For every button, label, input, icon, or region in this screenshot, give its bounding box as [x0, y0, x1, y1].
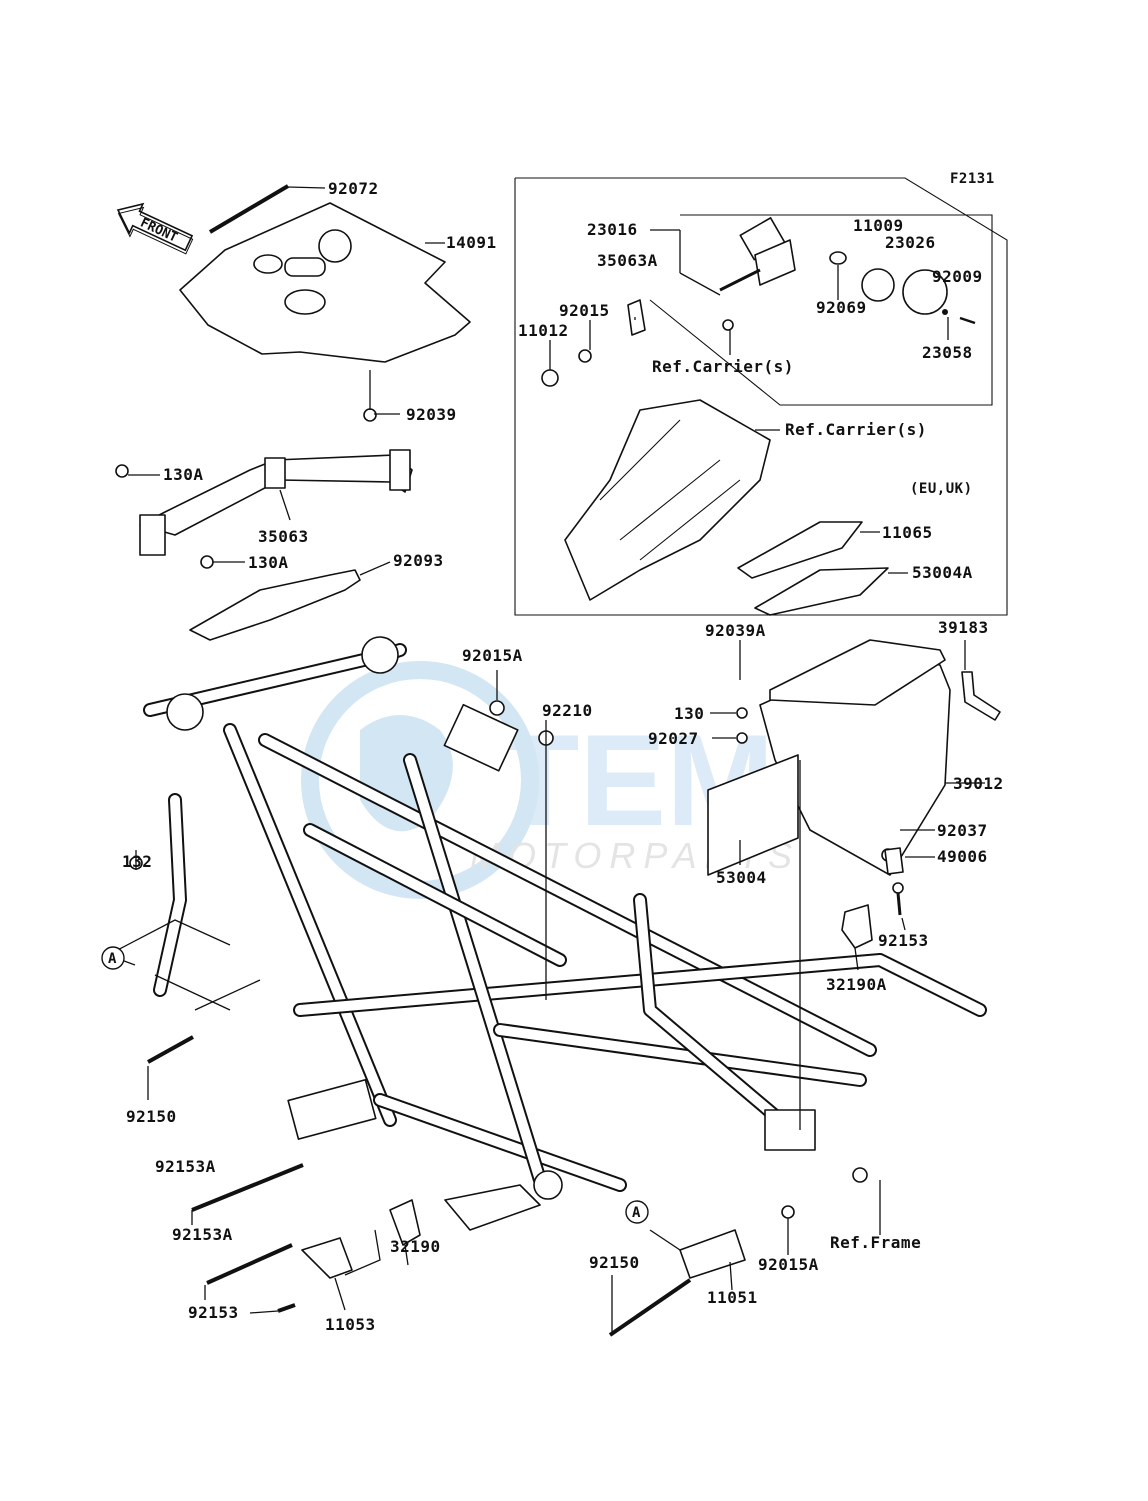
label-35063: 35063 — [258, 527, 309, 546]
label-39012: 39012 — [953, 774, 1004, 793]
plate-11053 — [301, 1237, 353, 1279]
label-92153A-2: 92153A — [172, 1225, 233, 1244]
label-23026: 23026 — [885, 233, 936, 252]
label-11009: 11009 — [853, 216, 904, 235]
label-92037: 92037 — [937, 821, 988, 840]
front-arrow-icon: FRONT — [116, 202, 194, 255]
label-92039A: 92039A — [705, 621, 766, 640]
label-ref-carrier-2: Ref.Carrier(s) — [785, 420, 927, 439]
bracket-35063 — [139, 449, 413, 556]
inset-box — [514, 177, 1008, 616]
label-92069: 92069 — [816, 298, 867, 317]
label-32190: 32190 — [390, 1237, 441, 1256]
label-92150-bottom: 92150 — [589, 1253, 640, 1272]
label-ref-carrier-1: Ref.Carrier(s) — [652, 357, 794, 376]
label-49006: 49006 — [937, 847, 988, 866]
label-11053: 11053 — [325, 1315, 376, 1334]
label-92072: 92072 — [328, 179, 379, 198]
label-130: 130 — [674, 704, 704, 723]
lamp-assembly-23016 — [719, 217, 976, 325]
cover-plate-14091 — [179, 202, 471, 363]
label-14091: 14091 — [446, 233, 497, 252]
svg-text:A: A — [632, 1205, 641, 1221]
label-35063A: 35063A — [597, 251, 658, 270]
label-132: 132 — [122, 852, 152, 871]
toolbox-39012 — [759, 639, 951, 876]
label-11051: 11051 — [707, 1288, 758, 1307]
region-note: (EU,UK) — [910, 481, 973, 497]
bracket-35063A — [627, 299, 646, 336]
label-92027: 92027 — [648, 729, 699, 748]
label-92093: 92093 — [393, 551, 444, 570]
label-130A-mid: 130A — [248, 553, 289, 572]
label-92015A-top: 92015A — [462, 646, 523, 665]
clip-39183 — [961, 671, 1001, 721]
rod-92072 — [208, 184, 290, 234]
plate-32190 — [389, 1199, 421, 1246]
svg-text:A: A — [108, 951, 117, 967]
carrier-sketch — [564, 399, 771, 601]
bracket-11051 — [679, 1229, 746, 1279]
label-92009: 92009 — [932, 267, 983, 286]
pad-11065 — [737, 521, 863, 579]
pad-53004 — [707, 754, 799, 876]
label-92153-bottom: 92153 — [188, 1303, 239, 1322]
label-92153A-1: 92153A — [155, 1157, 216, 1176]
label-23058: 23058 — [922, 343, 973, 362]
diagram-code: F2131 — [950, 171, 995, 187]
label-92015: 92015 — [559, 301, 610, 320]
label-92153-right: 92153 — [878, 931, 929, 950]
bolt-92150-bottom — [608, 1278, 692, 1337]
pad-92093 — [189, 569, 361, 641]
bracket-49006 — [884, 847, 904, 875]
label-53004A: 53004A — [912, 563, 973, 582]
label-92210: 92210 — [542, 701, 593, 720]
label-92150-left: 92150 — [126, 1107, 177, 1126]
label-39183: 39183 — [938, 618, 989, 637]
callout-marker-a-bottom: A — [625, 1200, 649, 1224]
pad-53004A — [754, 567, 889, 616]
label-92039: 92039 — [406, 405, 457, 424]
leader-lines — [107, 186, 985, 1335]
label-11065: 11065 — [882, 523, 933, 542]
label-53004: 53004 — [716, 868, 767, 887]
plate-32190A — [841, 904, 873, 949]
label-130A-top: 130A — [163, 465, 204, 484]
label-23016: 23016 — [587, 220, 638, 239]
part-labels: F2131 (EU,UK) 92072 14091 92039 130A 350… — [122, 171, 1004, 1334]
bolt-92150-left — [147, 1035, 194, 1064]
label-92015A-bottom: 92015A — [758, 1255, 819, 1274]
label-32190A: 32190A — [826, 975, 887, 994]
callout-marker-a-left: A — [101, 946, 125, 970]
bolt-92153A-1 — [191, 1163, 304, 1212]
inset-inner-box — [649, 214, 993, 406]
bolt-92153A-2 — [206, 1243, 293, 1285]
label-11012: 11012 — [518, 321, 569, 340]
label-ref-frame: Ref.Frame — [830, 1233, 921, 1252]
